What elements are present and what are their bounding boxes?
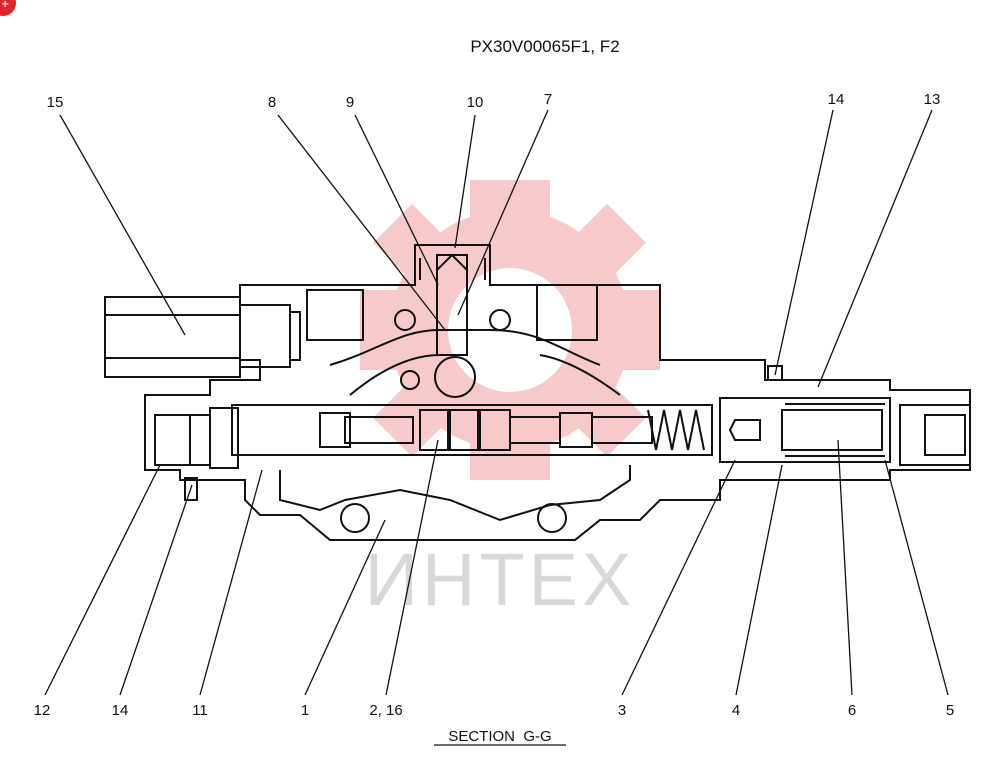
- callout-label: 1: [301, 702, 309, 719]
- callout-label: 15: [47, 94, 64, 111]
- callout-label: 12: [34, 702, 51, 719]
- callout-labels: 15 8 9 10 7 14 13 12 14 11 1 2, 16 3 4 6…: [34, 91, 955, 719]
- left-end-fitting: [154, 407, 239, 501]
- callout-label: 13: [924, 91, 941, 108]
- drawing-number: PX30V00065F1, F2: [470, 37, 619, 56]
- corner-badge-icon: +: [0, 0, 16, 16]
- spool-assembly: [231, 397, 891, 463]
- callout-label: 7: [544, 91, 552, 108]
- callout-label: 6: [848, 702, 856, 719]
- section-title: SECTION G-G: [448, 728, 551, 745]
- upper-ports: [306, 253, 598, 533]
- callout-label: 8: [268, 94, 276, 111]
- callout-label: 11: [192, 702, 208, 719]
- callout-label: 9: [346, 94, 354, 111]
- callout-label: 5: [946, 702, 954, 719]
- callout-label: 14: [828, 91, 845, 108]
- right-end-cap: [767, 365, 971, 466]
- watermark-text: ИНТЕХ: [365, 538, 636, 621]
- watermark-gear-icon: [360, 180, 660, 480]
- callout-label: 3: [618, 702, 626, 719]
- callout-label: 14: [112, 702, 129, 719]
- upper-left-plug: [104, 296, 301, 378]
- callout-label: 2, 16: [369, 702, 402, 719]
- valve-body: [144, 244, 971, 541]
- callout-label: 10: [467, 94, 484, 111]
- leader-lines: [44, 109, 949, 696]
- callout-label: 4: [732, 702, 740, 719]
